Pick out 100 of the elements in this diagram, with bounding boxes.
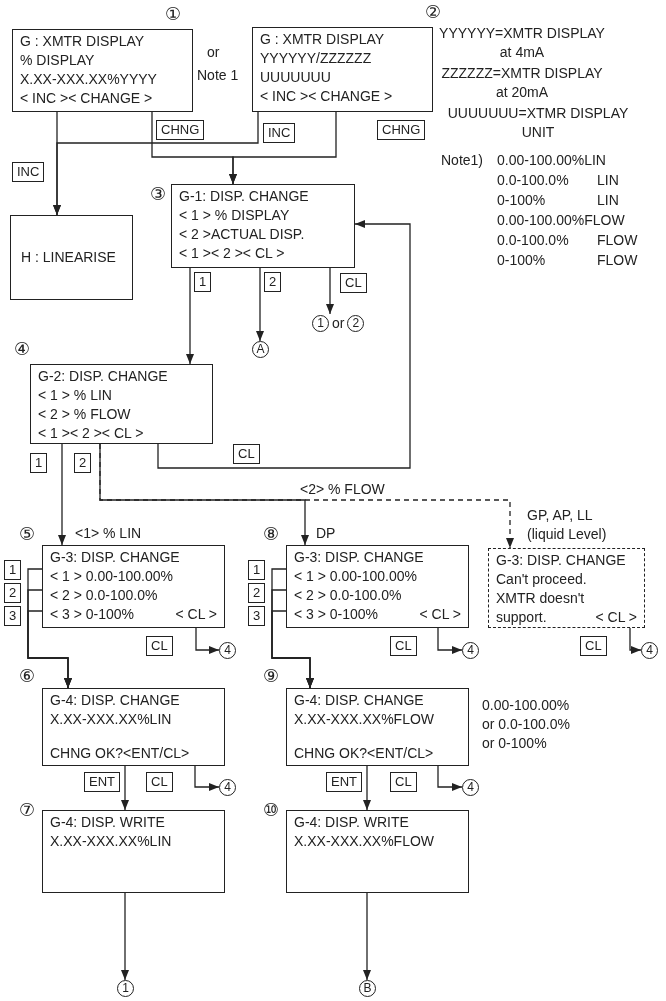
screen-text: X.XX-XXX.XX%YYYY bbox=[20, 70, 157, 89]
arrow bbox=[271, 610, 314, 689]
screen-text: < 1 > % LIN bbox=[38, 386, 112, 405]
dashed-arrow bbox=[99, 443, 514, 549]
arrow bbox=[121, 892, 129, 981]
key-label: 1 bbox=[248, 560, 266, 580]
screen-box bbox=[42, 688, 225, 766]
screen-text: G-4: DISP. CHANGE bbox=[294, 691, 424, 710]
note-text: ZZZZZZ=XMTR DISPLAY at 20mA bbox=[440, 64, 604, 102]
note-text: 0.00-100.00%LIN bbox=[497, 151, 606, 170]
key-label: CL bbox=[390, 772, 417, 792]
circled-reference: B bbox=[359, 980, 376, 997]
arrow bbox=[256, 267, 264, 342]
screen-text: % DISPLAY bbox=[20, 51, 95, 70]
screen-text: < CL > bbox=[175, 605, 217, 624]
note-text: <1> % LIN bbox=[75, 524, 142, 543]
arrow bbox=[437, 765, 463, 791]
key-label: INC bbox=[263, 123, 296, 143]
arrow bbox=[27, 610, 72, 689]
screen-text: < 1 > 0.00-100.00% bbox=[294, 567, 417, 586]
screen-text: < 2 > % FLOW bbox=[38, 405, 131, 424]
arrow bbox=[326, 267, 334, 315]
screen-text: G-4: DISP. WRITE bbox=[50, 813, 165, 832]
circled-reference: 1 bbox=[117, 980, 134, 997]
screen-text: < 2 > 0.0-100.0% bbox=[294, 586, 402, 605]
arrow bbox=[437, 627, 463, 654]
key-label: CL bbox=[146, 772, 173, 792]
key-label: 1 bbox=[30, 453, 48, 473]
connector-text: or bbox=[332, 315, 345, 331]
arrow bbox=[229, 111, 337, 185]
step-number: ⑥ bbox=[19, 665, 36, 687]
screen-text: < 1 >< 2 >< CL > bbox=[38, 424, 144, 443]
screen-text: < 2 >ACTUAL DISP. bbox=[179, 225, 305, 244]
key-label: CL bbox=[580, 636, 607, 656]
screen-text: < 3 > 0-100% bbox=[50, 605, 135, 624]
arrow bbox=[195, 627, 220, 654]
key-label: CHNG bbox=[156, 120, 205, 140]
screen-text: < CL > bbox=[595, 608, 637, 627]
screen-box bbox=[42, 810, 225, 893]
screen-text: Can't proceed. bbox=[496, 570, 587, 589]
screen-text: G-1: DISP. CHANGE bbox=[179, 187, 309, 206]
screen-text: < CL > bbox=[419, 605, 461, 624]
circled-reference: 4 bbox=[462, 642, 479, 659]
key-label: 3 bbox=[4, 606, 22, 626]
key-label: 3 bbox=[248, 606, 266, 626]
key-label: CL bbox=[146, 636, 173, 656]
screen-box bbox=[286, 545, 469, 628]
key-label: ENT bbox=[326, 772, 362, 792]
step-number: ③ bbox=[150, 183, 167, 205]
key-label: 1 bbox=[4, 560, 22, 580]
arrow bbox=[53, 111, 259, 216]
key-label: CHNG bbox=[377, 120, 426, 140]
key-label: ENT bbox=[84, 772, 120, 792]
note-text: UUUUUUU=XTMR DISPLAY UNIT bbox=[446, 104, 630, 142]
step-number: ⑧ bbox=[263, 523, 280, 545]
note-text: LIN bbox=[597, 171, 619, 190]
screen-text: UUUUUUU bbox=[260, 68, 331, 87]
screen-text: support. bbox=[496, 608, 547, 627]
screen-text: < INC >< CHANGE > bbox=[20, 89, 153, 108]
circled-reference: 4 bbox=[462, 779, 479, 796]
key-label: 2 bbox=[248, 583, 266, 603]
step-number: ⑨ bbox=[263, 665, 280, 687]
screen-text: CHNG OK?<ENT/CL> bbox=[50, 744, 190, 763]
note-text: Note1) bbox=[441, 151, 484, 170]
screen-text: H : LINEARISE bbox=[21, 248, 116, 267]
screen-text: X.XX-XXX.XX%FLOW bbox=[294, 710, 435, 729]
note-text: YYYYYY=XMTR DISPLAY at 4mA bbox=[438, 24, 606, 62]
arrow bbox=[58, 443, 66, 546]
arrow bbox=[194, 765, 220, 791]
key-label: CL bbox=[233, 444, 260, 464]
arrow bbox=[121, 765, 129, 811]
note-text: 0-100% bbox=[497, 251, 546, 270]
circled-reference: 4 bbox=[219, 642, 236, 659]
screen-box bbox=[171, 184, 355, 268]
screen-box bbox=[286, 810, 469, 893]
screen-text: X.XX-XXX.XX%LIN bbox=[50, 710, 172, 729]
screen-text: X.XX-XXX.XX%FLOW bbox=[294, 832, 435, 851]
key-label: CL bbox=[340, 273, 367, 293]
note-text: Note 1 bbox=[197, 66, 239, 85]
screen-box bbox=[42, 545, 225, 628]
note-text: 0.0-100.0% bbox=[497, 231, 569, 250]
key-label: CL bbox=[390, 636, 417, 656]
note-text: 0.0-100.0% bbox=[497, 171, 569, 190]
note-text: 0.00-100.00%FLOW bbox=[497, 211, 625, 230]
screen-box bbox=[252, 27, 433, 112]
step-number: ⑦ bbox=[19, 799, 36, 821]
arrow bbox=[363, 892, 371, 981]
screen-text: < 1 > 0.00-100.00% bbox=[50, 567, 173, 586]
dashed-screen-box bbox=[488, 548, 645, 628]
screen-text: XMTR doesn't bbox=[496, 589, 585, 608]
step-number: ② bbox=[425, 1, 442, 23]
key-label: 2 bbox=[4, 583, 22, 603]
screen-text: G : XMTR DISPLAY bbox=[20, 32, 145, 51]
key-label: 2 bbox=[264, 272, 282, 292]
screen-text: G-2: DISP. CHANGE bbox=[38, 367, 168, 386]
note-text: 0-100% bbox=[497, 191, 546, 210]
note-text: DP bbox=[316, 524, 336, 543]
screen-text: < 2 > 0.0-100.0% bbox=[50, 586, 158, 605]
note-text: FLOW bbox=[597, 251, 638, 270]
note-text: 0.00-100.00% or 0.0-100.0% or 0-100% bbox=[482, 696, 571, 753]
